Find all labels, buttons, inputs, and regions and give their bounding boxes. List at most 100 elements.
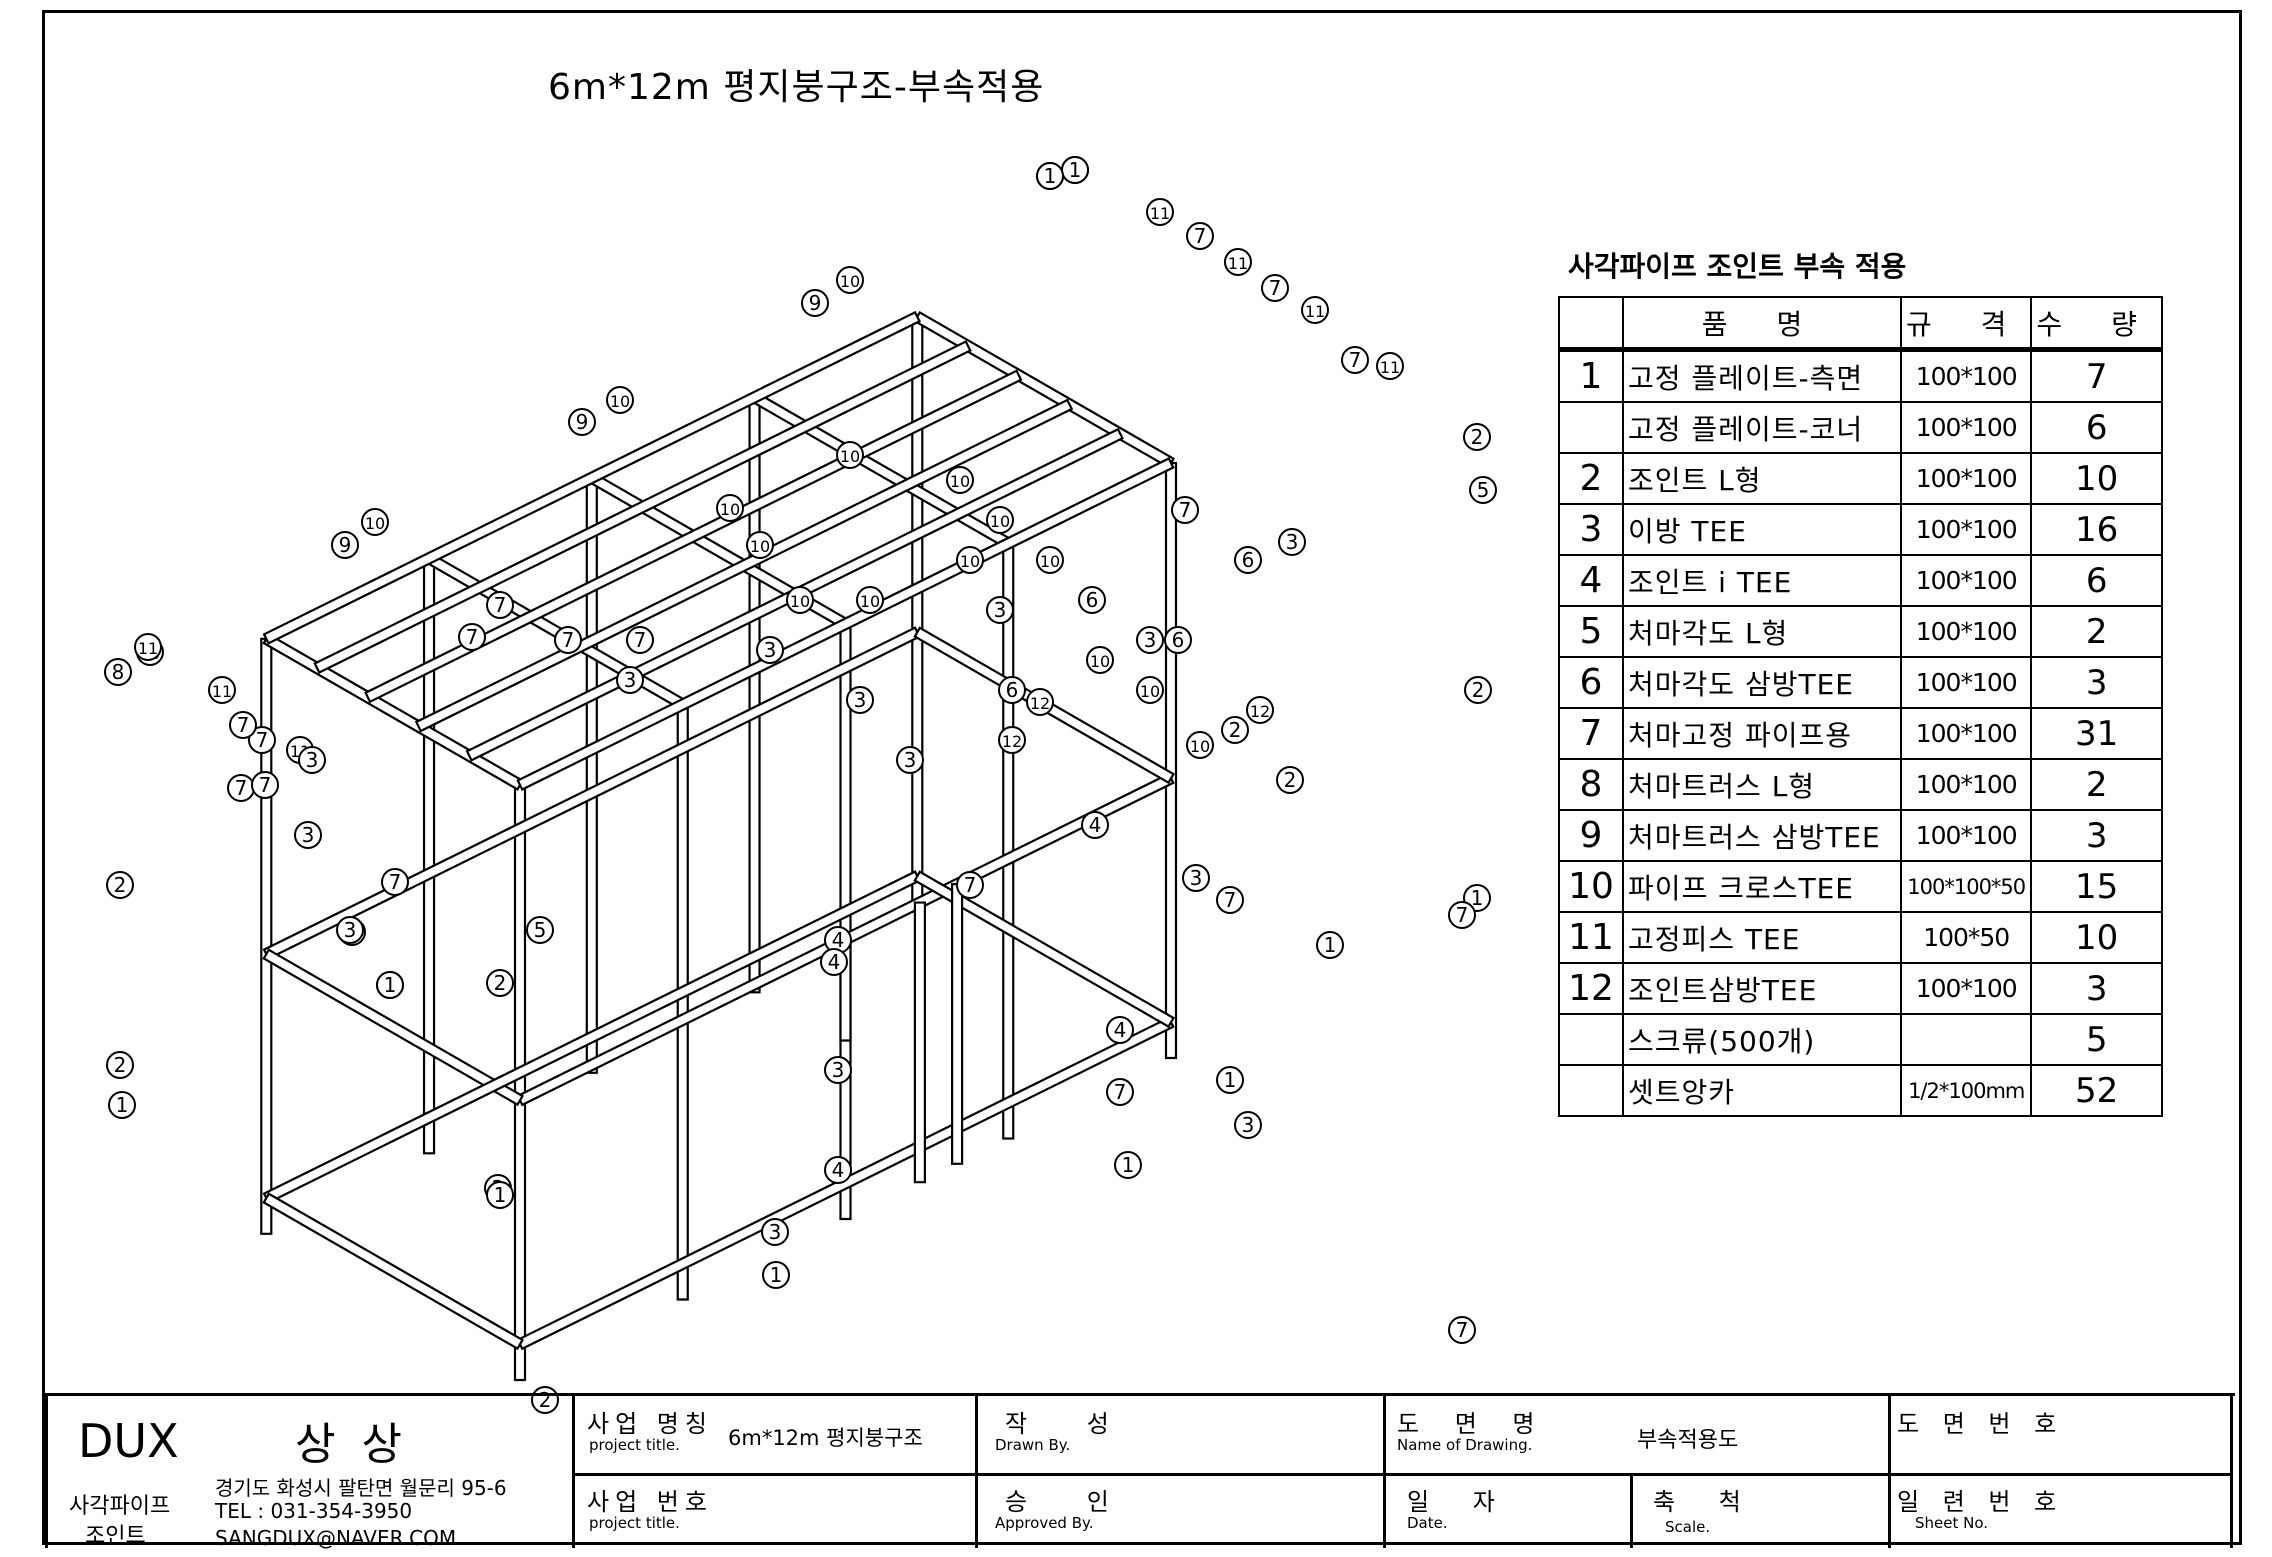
company-name-kr: 상 상 [295, 1419, 408, 1470]
part-callout: 10 [716, 494, 744, 522]
part-callout: 2 [106, 871, 134, 899]
part-callout-label: 7 [1179, 498, 1192, 522]
drawing-title: 6m*12m 평지붕구조-부속적용 [548, 67, 1045, 108]
part-callout: 10 [746, 531, 774, 559]
bom-header-name: 품 명 [1622, 296, 1902, 352]
part-callout-label: 7 [389, 870, 402, 894]
pipe-member [750, 391, 1013, 550]
part-callout-label: 3 [994, 598, 1007, 622]
scale-label: 축 척 [1653, 1488, 1759, 1516]
part-callout: 4 [1081, 811, 1109, 839]
part-callout-label: 3 [302, 823, 315, 847]
drawing-name-sublabel: Name of Drawing. [1397, 1436, 1533, 1454]
part-callout: 6 [1234, 546, 1262, 574]
part-callout: 3 [1136, 626, 1164, 654]
part-callout-label: 10 [750, 537, 770, 556]
drawing-sheet [42, 10, 2242, 1545]
part-callout: 7 [1171, 496, 1199, 524]
scale-sublabel: Scale. [1665, 1518, 1711, 1536]
part-callout-label: 3 [854, 688, 867, 712]
part-callout: 3 [294, 821, 322, 849]
part-callout-label: 1 [1324, 933, 1337, 957]
part-callout-label: 3 [1242, 1113, 1255, 1137]
part-callout-label: 2 [1472, 678, 1485, 702]
part-callout-label: 7 [237, 713, 250, 737]
part-callout: 7 [1341, 346, 1369, 374]
part-callout-label: 3 [306, 748, 319, 772]
part-callout-label: 1 [1122, 1153, 1135, 1177]
approved-by-label: 승 인 [1005, 1488, 1135, 1516]
bom-spec [1899, 1013, 2033, 1066]
part-callout-label: 9 [576, 410, 589, 434]
bom-no: 10 [1558, 860, 1624, 913]
part-callout: 1 [1216, 1066, 1244, 1094]
part-callout-label: 10 [1090, 652, 1110, 671]
part-callout-label: 3 [624, 668, 637, 692]
part-callout-label: 10 [365, 514, 385, 533]
project-no-label: 사업 번호 [587, 1488, 713, 1516]
part-callout: 3 [824, 1056, 852, 1084]
brand-line-1: 사각파이프 [69, 1494, 171, 1519]
part-callout-label: 1 [1224, 1068, 1237, 1092]
part-callout-label: 1 [1044, 164, 1057, 188]
part-callout-label: 11 [212, 682, 232, 701]
pipe-member [913, 310, 1175, 469]
bom-no: 6 [1558, 656, 1624, 709]
pipe-member [262, 310, 921, 645]
part-callout-label: 9 [809, 291, 822, 315]
pipe-member [1002, 542, 1015, 1140]
part-callout: 3 [616, 666, 644, 694]
part-callout: 11 [208, 676, 236, 704]
bom-qty: 10 [2030, 911, 2163, 964]
bom-spec: 100*100 [1899, 401, 2033, 454]
bom-qty: 3 [2030, 962, 2163, 1015]
part-callout-label: 10 [1040, 552, 1060, 571]
bom-qty: 52 [2030, 1064, 2163, 1117]
part-callout-label: 10 [1140, 682, 1160, 701]
bom-name: 이방 TEE [1622, 503, 1902, 556]
part-callout: 10 [956, 546, 984, 574]
bom-no: 5 [1558, 605, 1624, 658]
part-callout-label: 1 [770, 1263, 783, 1287]
bom-name: 고정 플레이트-코너 [1622, 401, 1902, 454]
bom-no: 11 [1558, 911, 1624, 964]
pipe-member [414, 398, 1074, 733]
part-callout-label: 3 [344, 918, 357, 942]
part-callout-label: 2 [114, 873, 127, 897]
part-callout: 6 [1078, 586, 1106, 614]
pipe-member [422, 557, 436, 1155]
part-callout-label: 6 [1006, 678, 1019, 702]
part-callout-label: 12 [1030, 694, 1050, 713]
pipe-member [262, 626, 921, 961]
bom-no: 2 [1558, 452, 1624, 505]
drawing-name-label: 도 면 명 [1397, 1410, 1549, 1438]
drawn-by-sublabel: Drawn By. [995, 1436, 1071, 1454]
company-address: 경기도 화성시 팔탄면 월문리 95-6 [215, 1476, 507, 1500]
approved-by-sublabel: Approved By. [995, 1514, 1094, 1532]
bom-spec: 100*100 [1899, 962, 2033, 1015]
drawn-by-label: 작 성 [1005, 1410, 1135, 1438]
bom-name: 처마각도 L형 [1622, 605, 1902, 658]
bom-qty: 2 [2030, 605, 2163, 658]
part-callout: 7 [1448, 901, 1476, 929]
part-callout: 7 [248, 726, 276, 754]
bom-header-qty: 수 량 [2030, 296, 2163, 352]
sheet-no-label: 일 련 번 호 [1897, 1488, 2065, 1516]
part-callout-label: 12 [1250, 702, 1270, 721]
part-callout-label: 7 [235, 776, 248, 800]
bom-name: 처마각도 삼방TEE [1622, 656, 1902, 709]
part-callout: 3 [1182, 864, 1210, 892]
project-no-sublabel: project title. [589, 1514, 680, 1532]
part-callout: 12 [1246, 696, 1274, 724]
part-callout-label: 1 [1471, 886, 1484, 910]
part-callout-label: 11 [138, 639, 158, 658]
pipe-member [839, 622, 852, 1221]
brand-line-2: 조인트 [85, 1524, 146, 1549]
